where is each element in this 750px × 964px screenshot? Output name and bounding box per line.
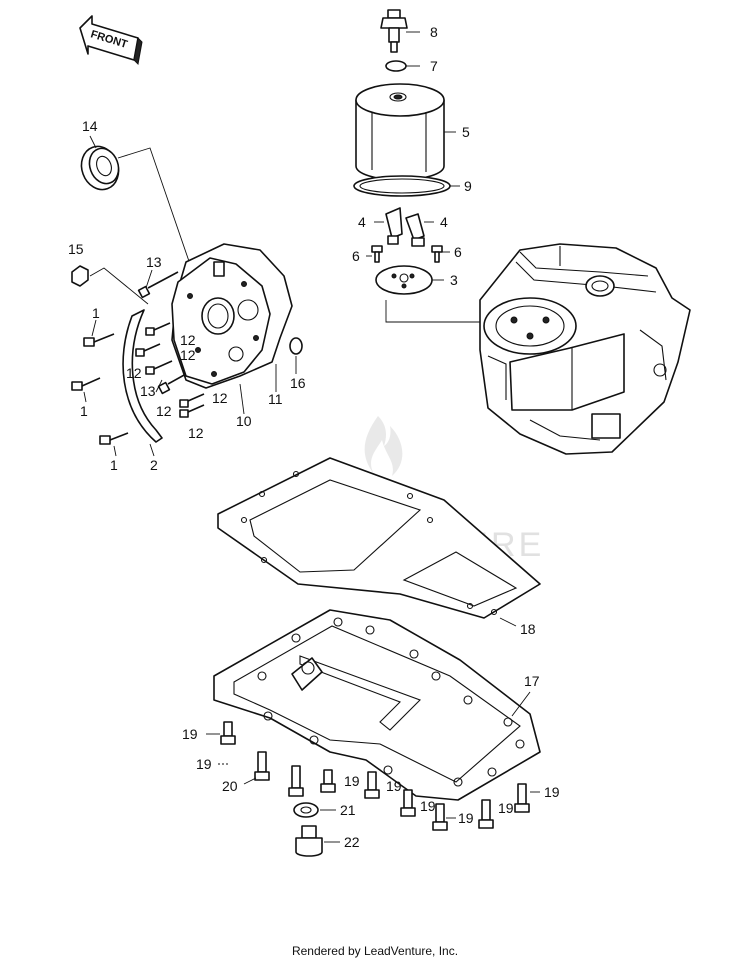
- callout-1-middle: 1: [80, 403, 88, 419]
- part-12-bolt-4: [179, 393, 205, 408]
- callout-12-c: 12: [126, 365, 142, 381]
- callout-5: 5: [462, 124, 470, 140]
- part-19-bolt-7: [478, 799, 494, 829]
- callout-8: 8: [430, 24, 438, 40]
- part-19-bolt-1: [220, 721, 236, 745]
- callout-1-lower: 1: [110, 457, 118, 473]
- part-14-oil-seal: [80, 145, 120, 191]
- part-3-plate: [375, 265, 433, 295]
- part-19-bolt-2: [288, 765, 304, 797]
- callout-2: 2: [150, 457, 158, 473]
- part-13-bolt-lower: [157, 373, 187, 395]
- part-10-cover: [171, 257, 271, 385]
- callout-9: 9: [464, 178, 472, 194]
- part-16-seal: [289, 337, 303, 355]
- callout-19-h: 19: [544, 784, 560, 800]
- callout-12-d: 12: [156, 403, 172, 419]
- part-1-bolt-upper: [83, 333, 115, 347]
- callout-19-b: 19: [196, 756, 212, 772]
- callout-13-lower: 13: [140, 383, 156, 399]
- callout-16: 16: [290, 375, 306, 391]
- part-18-oil-pan-gasket: [217, 457, 541, 619]
- part-1-bolt-middle: [71, 377, 101, 391]
- callout-19-c: 19: [344, 773, 360, 789]
- part-19-bolt-6: [432, 803, 448, 831]
- part-12-bolt-1: [145, 322, 171, 336]
- callout-22: 22: [344, 834, 360, 850]
- part-12-bolt-5: [179, 404, 205, 418]
- callout-21: 21: [340, 802, 356, 818]
- part-4-pipe-right: [405, 213, 425, 247]
- callout-18: 18: [520, 621, 536, 637]
- callout-12-f: 12: [188, 425, 204, 441]
- callout-13-upper: 13: [146, 254, 162, 270]
- part-20-bolt: [254, 751, 270, 781]
- callout-19-d: 19: [386, 778, 402, 794]
- callout-20: 20: [222, 778, 238, 794]
- leader-lines: [83, 31, 540, 843]
- part-7-o-ring: [385, 60, 407, 72]
- callout-14: 14: [82, 118, 98, 134]
- engine-block: [479, 243, 691, 455]
- part-19-bolt-8: [514, 783, 530, 813]
- part-13-bolt-upper: [137, 271, 179, 299]
- callout-19-f: 19: [458, 810, 474, 826]
- part-12-bolt-2: [135, 343, 161, 357]
- part-1-bolt-lower: [99, 432, 129, 445]
- footer-credit: Rendered by LeadVenture, Inc.: [291, 944, 459, 958]
- callout-3: 3: [450, 272, 458, 288]
- callout-6-right: 6: [454, 244, 462, 260]
- part-12-bolt-3: [145, 360, 173, 375]
- callout-1-upper: 1: [92, 305, 100, 321]
- callout-15: 15: [68, 241, 84, 257]
- part-19-bolt-3: [320, 769, 336, 793]
- callout-17: 17: [524, 673, 540, 689]
- part-6-bolt-left: [371, 245, 383, 263]
- part-2-bracket: [122, 309, 163, 443]
- front-arrow-icon: FRONT: [79, 15, 143, 66]
- part-5-oil-filter: [355, 83, 445, 181]
- callout-19-g: 19: [498, 800, 514, 816]
- callout-10: 10: [236, 413, 252, 429]
- flame-watermark-icon: [364, 416, 403, 476]
- callout-12-e: 12: [212, 390, 228, 406]
- callout-12-a: 12: [180, 332, 196, 348]
- part-15-nut: [71, 265, 89, 287]
- part-17-oil-pan: [213, 609, 541, 801]
- part-22-drain-plug: [295, 825, 323, 857]
- part-19-bolt-4: [364, 771, 380, 799]
- part-6-bolt-right: [431, 245, 443, 263]
- callout-19-e: 19: [420, 798, 436, 814]
- callout-19-a: 19: [182, 726, 198, 742]
- callout-12-b: 12: [180, 347, 196, 363]
- part-8-fitting: [380, 9, 408, 53]
- part-4-pipe-left: [385, 207, 403, 245]
- part-21-washer: [293, 802, 319, 818]
- callout-4-right: 4: [440, 214, 448, 230]
- callout-11: 11: [268, 391, 283, 407]
- part-19-bolt-5: [400, 789, 416, 817]
- callout-7: 7: [430, 58, 438, 74]
- callout-6-left: 6: [352, 248, 360, 264]
- callout-4-left: 4: [358, 214, 366, 230]
